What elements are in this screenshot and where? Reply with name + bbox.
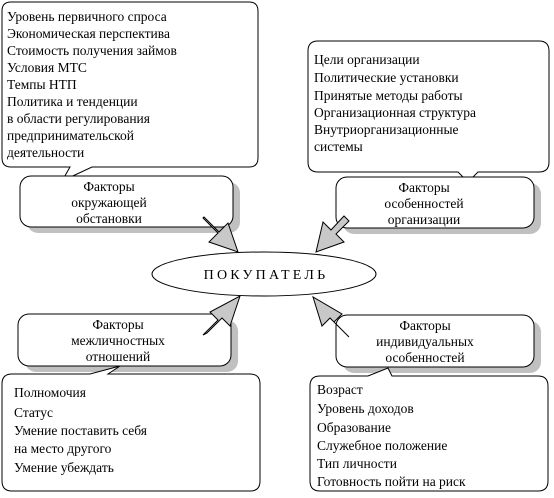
individual-label: Факторы индивидуальных особенностей — [376, 318, 474, 365]
organization-label-line: Факторы — [398, 180, 449, 195]
environment-list: Уровень первичного спроса Экономическая … — [7, 9, 177, 160]
buyer-label: ПОКУПАТЕЛЬ — [204, 268, 329, 283]
interpersonal-label-box — [17, 313, 232, 367]
environment-label-box — [19, 175, 234, 228]
interpersonal-label-line: Факторы — [92, 317, 143, 332]
environment-list-item: Политика и тенденции — [7, 94, 138, 109]
organization-label-line: организации — [388, 212, 460, 227]
arrow-interpersonal-to-buyer — [202, 294, 241, 336]
environment-list-item: деятельности — [7, 145, 84, 160]
interpersonal-label-line: отношений — [86, 349, 151, 364]
interpersonal-list: Полномочия Статус Умение поставить себя … — [14, 385, 147, 475]
individual-list-item: Служебное положение — [317, 438, 447, 453]
buyer-ellipse — [151, 251, 377, 297]
individual-list-item: Уровень доходов — [317, 401, 414, 416]
environment-label-line: Факторы — [83, 179, 134, 194]
arrow-individual-to-buyer — [312, 295, 350, 338]
environment-list-item: Условия МТС — [7, 60, 87, 75]
environment-label: Факторы окружающей обстановки — [71, 179, 146, 226]
individual-label-box — [335, 314, 535, 368]
individual-list-item: Образование — [317, 420, 391, 435]
environment-label-line: обстановки — [76, 211, 142, 226]
organization-list-item: Организационная структура — [314, 105, 476, 120]
individual-list-box — [309, 367, 549, 492]
organization-list-item: Цели организации — [314, 52, 420, 67]
interpersonal-list-item: Умение поставить себя — [14, 423, 147, 438]
interpersonal-list-box — [1, 365, 261, 492]
individual-list-item: Готовность пойти на риск — [317, 474, 466, 489]
environment-list-item: Темпы НТП — [7, 77, 77, 92]
organization-label-line: особенностей — [384, 196, 463, 211]
organization-list-item: Внутриорганизационные — [314, 122, 459, 137]
individual-label-line: особенностей — [385, 350, 464, 365]
organization-list-item: Принятые методы работы — [314, 88, 463, 103]
interpersonal-list-item: Статус — [14, 405, 53, 420]
individual-list: Возраст Уровень доходов Образование Служ… — [317, 382, 466, 489]
environment-list-item: Уровень первичного спроса — [7, 9, 167, 24]
arrow-environment-to-buyer — [202, 216, 239, 253]
organization-list-item: системы — [314, 139, 363, 154]
environment-list-item: предпринимательской — [7, 128, 134, 143]
interpersonal-label: Факторы межличностных отношений — [71, 317, 165, 364]
individual-label-line: Факторы — [399, 318, 450, 333]
interpersonal-list-item: на место другого — [14, 441, 112, 456]
environment-list-item: в области регулирования — [7, 111, 150, 126]
arrow-organization-to-buyer — [315, 215, 350, 253]
individual-label-line: индивидуальных — [376, 334, 474, 349]
organization-label: Факторы особенностей организации — [384, 180, 463, 227]
interpersonal-label-line: межличностных — [71, 333, 165, 348]
organization-list: Цели организации Политические установки … — [314, 52, 476, 154]
environment-label-line: окружающей — [71, 195, 146, 210]
interpersonal-list-item: Умение убеждать — [14, 460, 114, 475]
individual-list-item: Возраст — [317, 382, 363, 397]
individual-list-item: Тип личности — [317, 456, 397, 471]
environment-list-item: Экономическая перспектива — [7, 26, 170, 41]
environment-list-item: Стоимость получения займов — [7, 43, 177, 58]
interpersonal-list-item: Полномочия — [14, 385, 86, 400]
organization-list-item: Политические установки — [314, 70, 459, 85]
organization-label-box — [335, 176, 535, 229]
